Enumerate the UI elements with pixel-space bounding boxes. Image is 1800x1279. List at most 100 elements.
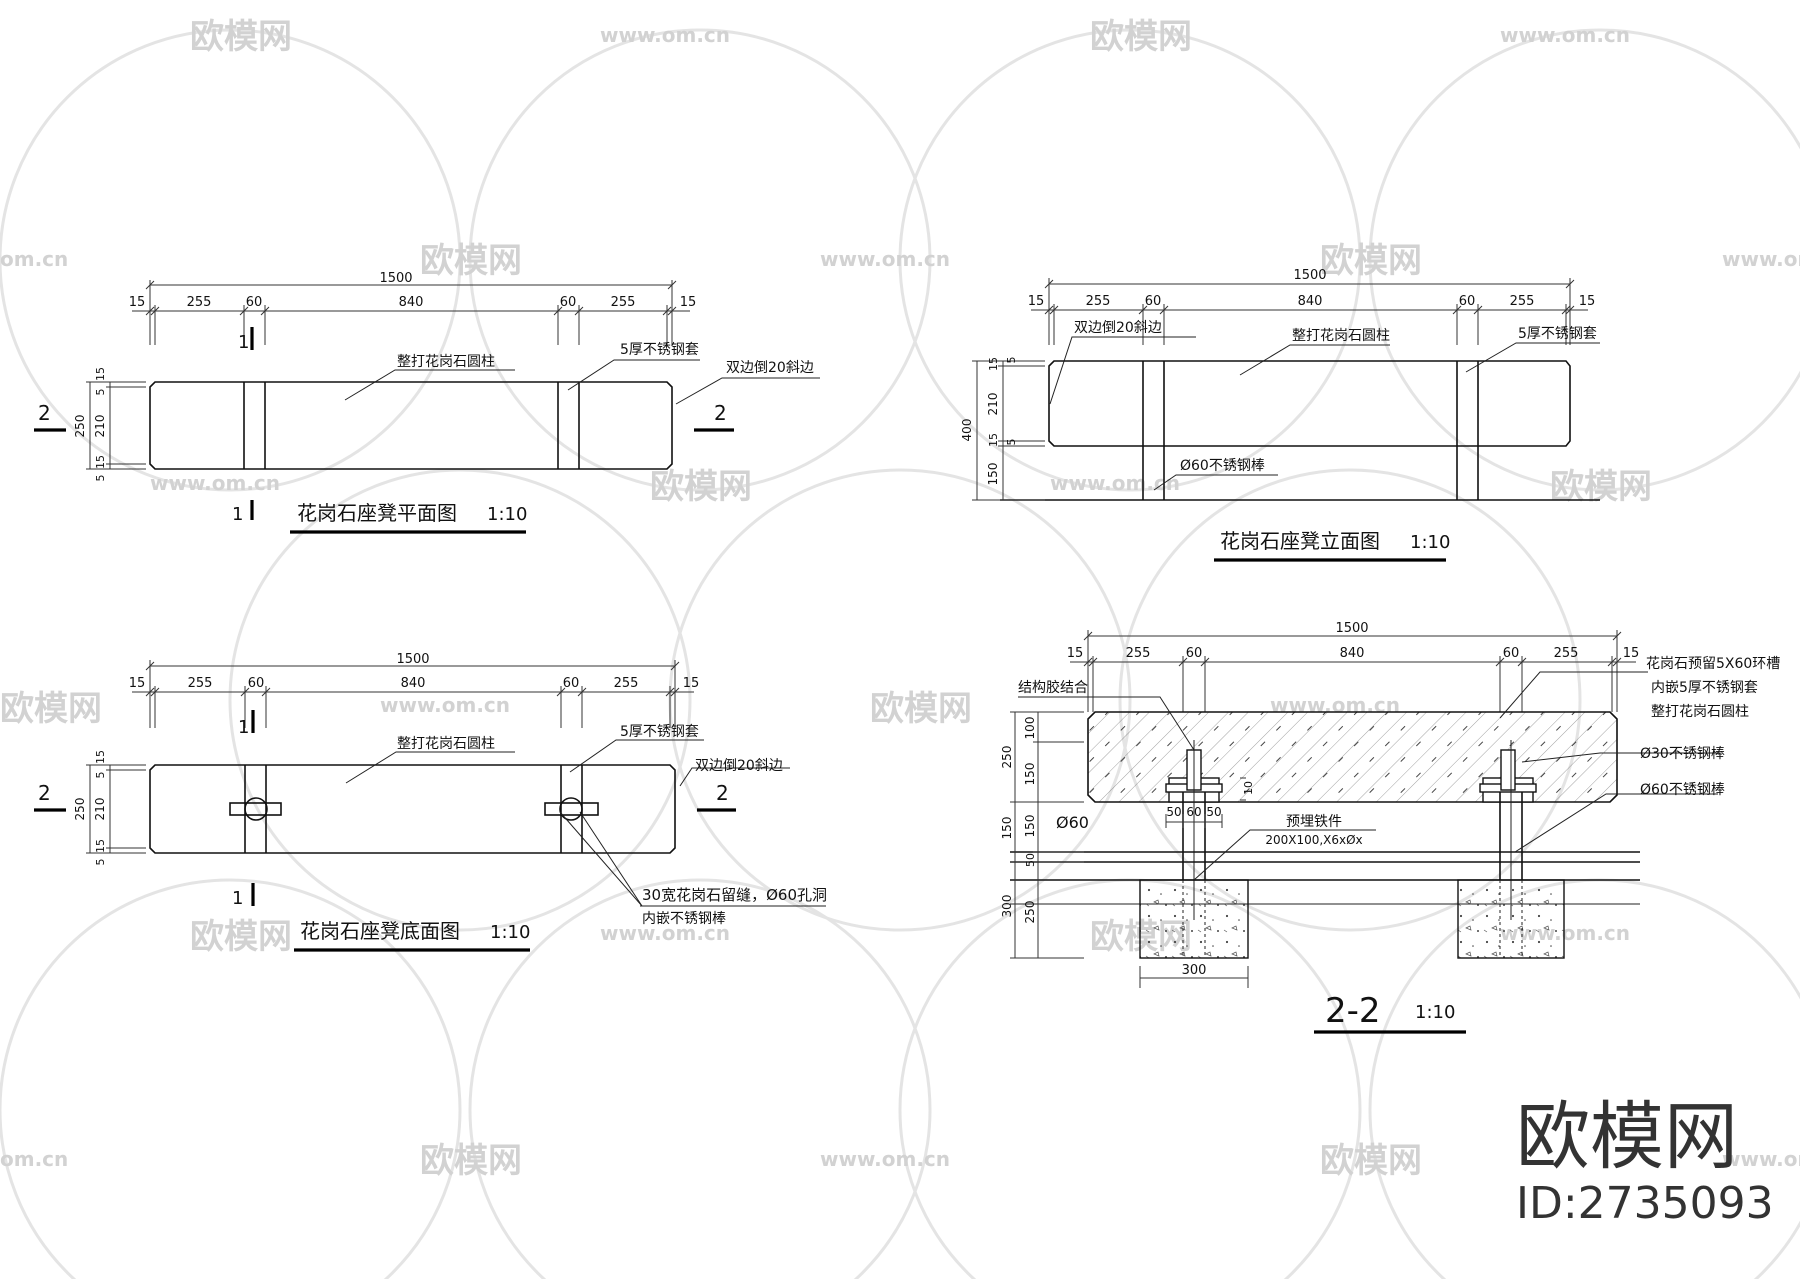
- dim-left-inner: 150: [1023, 763, 1037, 786]
- dim-total: 1500: [379, 271, 412, 286]
- watermark-site: www.om.cn: [1722, 247, 1800, 271]
- elevation-view: 1500 15 255 60 840 60 255 15 400 15 5 21…: [960, 268, 1600, 562]
- watermark-site: www.om.cn: [1500, 23, 1630, 47]
- dim-plate: 50: [1206, 805, 1221, 819]
- watermark-brand: 欧模网: [1550, 467, 1652, 507]
- dim-left-outer: 150: [1000, 817, 1014, 840]
- dim-segment: 255: [187, 295, 212, 310]
- label-sleeve: 5厚不锈钢套: [1518, 326, 1597, 342]
- dim-left-total: 400: [960, 419, 974, 442]
- dim-segment: 60: [560, 295, 577, 310]
- label-sleeve: 5厚不锈钢套: [620, 342, 699, 358]
- label-column: 整打花岗石圆柱: [397, 735, 495, 752]
- dim-left-total: 250: [73, 798, 87, 821]
- dim-plate: 50: [1166, 805, 1181, 819]
- dim-footing: 300: [1182, 963, 1207, 978]
- section-mark-1: 1: [232, 504, 243, 525]
- bottom-view: 1500 15 255 60 840 60 255 15 250 15 5 21…: [34, 652, 827, 952]
- dim-left-inner: 150: [1023, 815, 1037, 838]
- watermark-site: www.om.cn: [380, 693, 510, 717]
- dim-left: 15: [94, 750, 107, 764]
- label-groove-1: 花岗石预留5X60环槽: [1646, 656, 1780, 672]
- watermark-site: www.om.cn: [600, 921, 730, 945]
- dim-segment: 255: [614, 676, 639, 691]
- dim-left: 210: [93, 415, 107, 438]
- section-mark-2: 2: [714, 401, 727, 425]
- dim-left: 5: [94, 389, 107, 396]
- section-mark-1: 1: [238, 332, 249, 353]
- plan-title: 花岗石座凳平面图: [297, 501, 457, 525]
- label-chamfer: 双边倒20斜边: [695, 758, 783, 774]
- watermark-brand: 欧模网: [650, 467, 752, 507]
- dim-segment: 840: [401, 676, 426, 691]
- dim-left: 5: [1005, 357, 1018, 364]
- watermark-brand: 欧模网: [190, 917, 292, 957]
- brand-id: ID:2735093: [1516, 1178, 1774, 1229]
- section-view: 1500 15 255 60 840 60 255 15: [1000, 621, 1780, 1034]
- watermark-site: www.om.cn: [600, 23, 730, 47]
- dim-segment: 255: [611, 295, 636, 310]
- section-mark-2: 2: [38, 781, 51, 805]
- watermark-site: www.om.cn: [150, 471, 280, 495]
- watermark-brand: 欧模网: [870, 689, 972, 729]
- dim-segment: 840: [399, 295, 424, 310]
- dim-plate-height: 10: [1242, 781, 1255, 795]
- dim-segment: 255: [1126, 646, 1151, 661]
- dim-left: 150: [986, 463, 1000, 486]
- elevation-title: 花岗石座凳立面图: [1220, 529, 1380, 553]
- label-embed-1: 预埋铁件: [1286, 814, 1342, 830]
- dim-left: 15: [94, 839, 107, 853]
- section-mark-2: 2: [716, 781, 729, 805]
- dim-plate: 60: [1186, 805, 1201, 819]
- label-column: 整打花岗石圆柱: [397, 353, 495, 370]
- label-rod: Ø60不锈钢棒: [1180, 458, 1265, 474]
- dim-segment: 60: [246, 295, 263, 310]
- dim-segment: 60: [563, 676, 580, 691]
- dim-left: 15: [987, 357, 1000, 371]
- watermark-brand: 欧模网: [420, 1141, 522, 1181]
- watermark-site: www.om.cn: [820, 1147, 950, 1171]
- bottom-scale: 1:10: [490, 922, 530, 943]
- brand-name: 欧模网: [1516, 1094, 1738, 1180]
- dim-left: 5: [94, 475, 107, 482]
- dim-segment: 840: [1298, 294, 1323, 309]
- dim-segment: 15: [129, 295, 146, 310]
- brand-block: 欧模网 ID:2735093: [1516, 1094, 1774, 1229]
- label-rod60: Ø60不锈钢棒: [1640, 782, 1725, 798]
- dim-segment: 255: [188, 676, 213, 691]
- dim-segment: 60: [248, 676, 265, 691]
- watermark-brand: 欧模网: [420, 241, 522, 281]
- dim-segment: 15: [1623, 646, 1640, 661]
- section-title: 2-2: [1325, 991, 1381, 1031]
- label-rod30: Ø30不锈钢棒: [1640, 746, 1725, 762]
- dim-segment: 15: [129, 676, 146, 691]
- label-slot-line1: 30宽花岗石留缝，Ø60孔洞: [642, 886, 827, 904]
- dim-segment: 15: [680, 295, 697, 310]
- label-slot-line2: 内嵌不锈钢棒: [642, 911, 726, 927]
- section-mark-1: 1: [232, 888, 243, 909]
- dim-left: 5: [94, 859, 107, 866]
- dim-total: 1500: [1293, 268, 1326, 283]
- dim-left: 5: [1005, 439, 1018, 446]
- label-chamfer: 双边倒20斜边: [726, 360, 814, 376]
- label-embed-2: 200X100,X6xØx: [1265, 833, 1362, 847]
- section-mark-2: 2: [38, 401, 51, 425]
- dim-segment: 15: [1067, 646, 1084, 661]
- dim-segment: 60: [1186, 646, 1203, 661]
- label-groove-2: 内嵌5厚不锈钢套: [1651, 680, 1758, 696]
- plan-scale: 1:10: [487, 504, 527, 525]
- dim-segment: 840: [1340, 646, 1365, 661]
- dim-segment: 255: [1086, 294, 1111, 309]
- dim-left-outer: 250: [1000, 746, 1014, 769]
- plan-view: 1500 15 255 60 840 60 255 15 250 15 5 21…: [34, 271, 820, 534]
- section-mark-1: 1: [238, 717, 249, 738]
- watermark-site: www.om.cn: [1050, 471, 1180, 495]
- dim-segment: 255: [1510, 294, 1535, 309]
- watermark-layer: 欧模网 欧模网 欧模网 欧模网 欧模网 欧模网 欧模网 欧模网 欧模网 欧模网 …: [0, 17, 1800, 1279]
- label-d60: Ø60: [1056, 813, 1089, 832]
- dim-segment: 255: [1554, 646, 1579, 661]
- dim-segment: 15: [1579, 294, 1596, 309]
- label-chamfer: 双边倒20斜边: [1074, 320, 1162, 336]
- label-glue: 结构胶结合: [1018, 679, 1088, 696]
